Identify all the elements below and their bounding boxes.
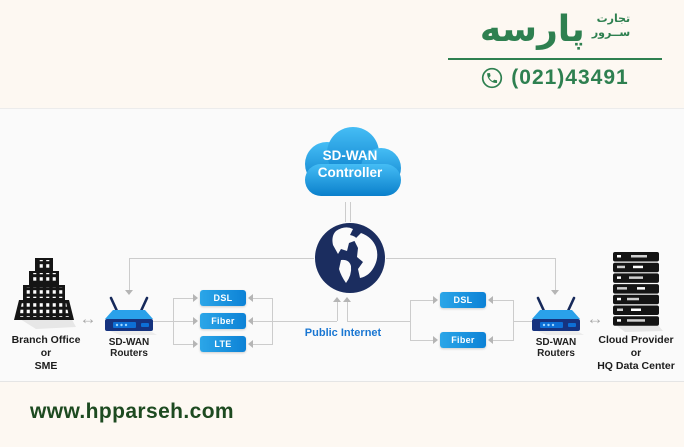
phone-icon [482,67,503,89]
router-icon [532,296,584,335]
link-box-fiber-right: Fiber [440,332,486,348]
brand-tagline: تجارت ســرور [592,6,630,40]
data-center-label: Cloud Provider or HQ Data Center [590,334,682,373]
bidirectional-arrow-icon: ↔ [586,309,604,328]
logo-divider [448,58,662,60]
brand-logo-top: تجارت ســرور پارسه [448,6,662,56]
router-icon [105,296,157,335]
site-label-line3: HQ Data Center [597,360,675,372]
connector-line [272,321,337,322]
connector-line [253,321,272,322]
connector-line [410,300,411,341]
router-label-line2: Routers [110,348,148,359]
sdwan-router-left [100,295,158,335]
site-label-line2: or [40,347,52,359]
connector-line [493,300,513,301]
link-box-dsl-left: DSL [200,290,246,306]
arrowhead-up [333,297,341,302]
link-box-fiber-left: Fiber [200,313,246,329]
brand-logo: تجارت ســرور پارسه (021)43491 [448,6,662,90]
arrowhead-right [433,336,438,344]
cloud-icon [305,127,401,196]
connector-line [493,340,513,341]
arrowhead-left [248,294,253,302]
connector-line [410,300,433,301]
branch-office-label: Branch Office or SME [0,334,92,373]
connector-line [150,321,173,322]
connector-line [513,321,533,322]
arrowhead-right [193,317,198,325]
connector-line [555,258,556,290]
connector-line [347,302,348,321]
router-label-line2: Routers [537,348,575,359]
phone-row: (021)43491 [448,66,662,90]
internet-globe [314,222,386,294]
connector-line [129,258,130,290]
connector-line [129,258,314,259]
cloud-label-line2: Controller [317,165,383,180]
connector-line [173,298,193,299]
connector-line [345,202,346,222]
data-center-node [607,250,665,332]
cloud-label-line1: SD-WAN [322,148,378,163]
site-label-line1: Branch Office [11,334,81,346]
site-label-line2: or [630,347,642,359]
branch-office-node [12,256,76,330]
brand-tagline-line1: تجارت [596,12,631,25]
arrowhead-left [488,336,493,344]
arrowhead-right [193,340,198,348]
connector-line [386,258,555,259]
connector-line [410,340,433,341]
arrowhead-left [248,317,253,325]
bidirectional-arrow-icon: ↔ [79,309,97,328]
arrowhead-right [433,296,438,304]
brand-tagline-line2: ســرور [591,26,631,39]
arrowhead-left [248,340,253,348]
router-label-line1: SD-WAN [535,337,577,348]
arrowhead-down [551,290,559,295]
globe-icon [315,223,385,293]
website-url: www.hpparseh.com [30,400,234,423]
arrowhead-up [343,297,351,302]
arrowhead-right [193,294,198,302]
site-label-line3: SME [34,360,58,372]
connector-line [253,344,272,345]
sdwan-router-right-label: SD-WAN Routers [526,337,586,359]
router-label-line1: SD-WAN [108,337,150,348]
public-internet-label: Public Internet [304,327,382,339]
connector-line [513,300,514,341]
link-box-lte-left: LTE [200,336,246,352]
sdwan-controller-label: SD-WAN Controller [291,147,409,181]
connector-line [253,298,272,299]
brand-name: پارسه [479,9,585,50]
connector-line [347,321,410,322]
connector-line [350,202,351,222]
connector-line [173,321,193,322]
sdwan-controller-cloud [291,124,409,208]
phone-number: (021)43491 [511,66,629,89]
arrowhead-down [125,290,133,295]
connector-line [173,344,193,345]
site-label-line1: Cloud Provider [598,334,674,346]
building-icon [14,258,76,329]
sdwan-router-right [527,295,585,335]
sdwan-router-left-label: SD-WAN Routers [99,337,159,359]
connector-line [272,298,273,345]
connector-line [337,302,338,321]
server-rack-icon [613,252,663,332]
link-box-dsl-right: DSL [440,292,486,308]
arrowhead-left [488,296,493,304]
